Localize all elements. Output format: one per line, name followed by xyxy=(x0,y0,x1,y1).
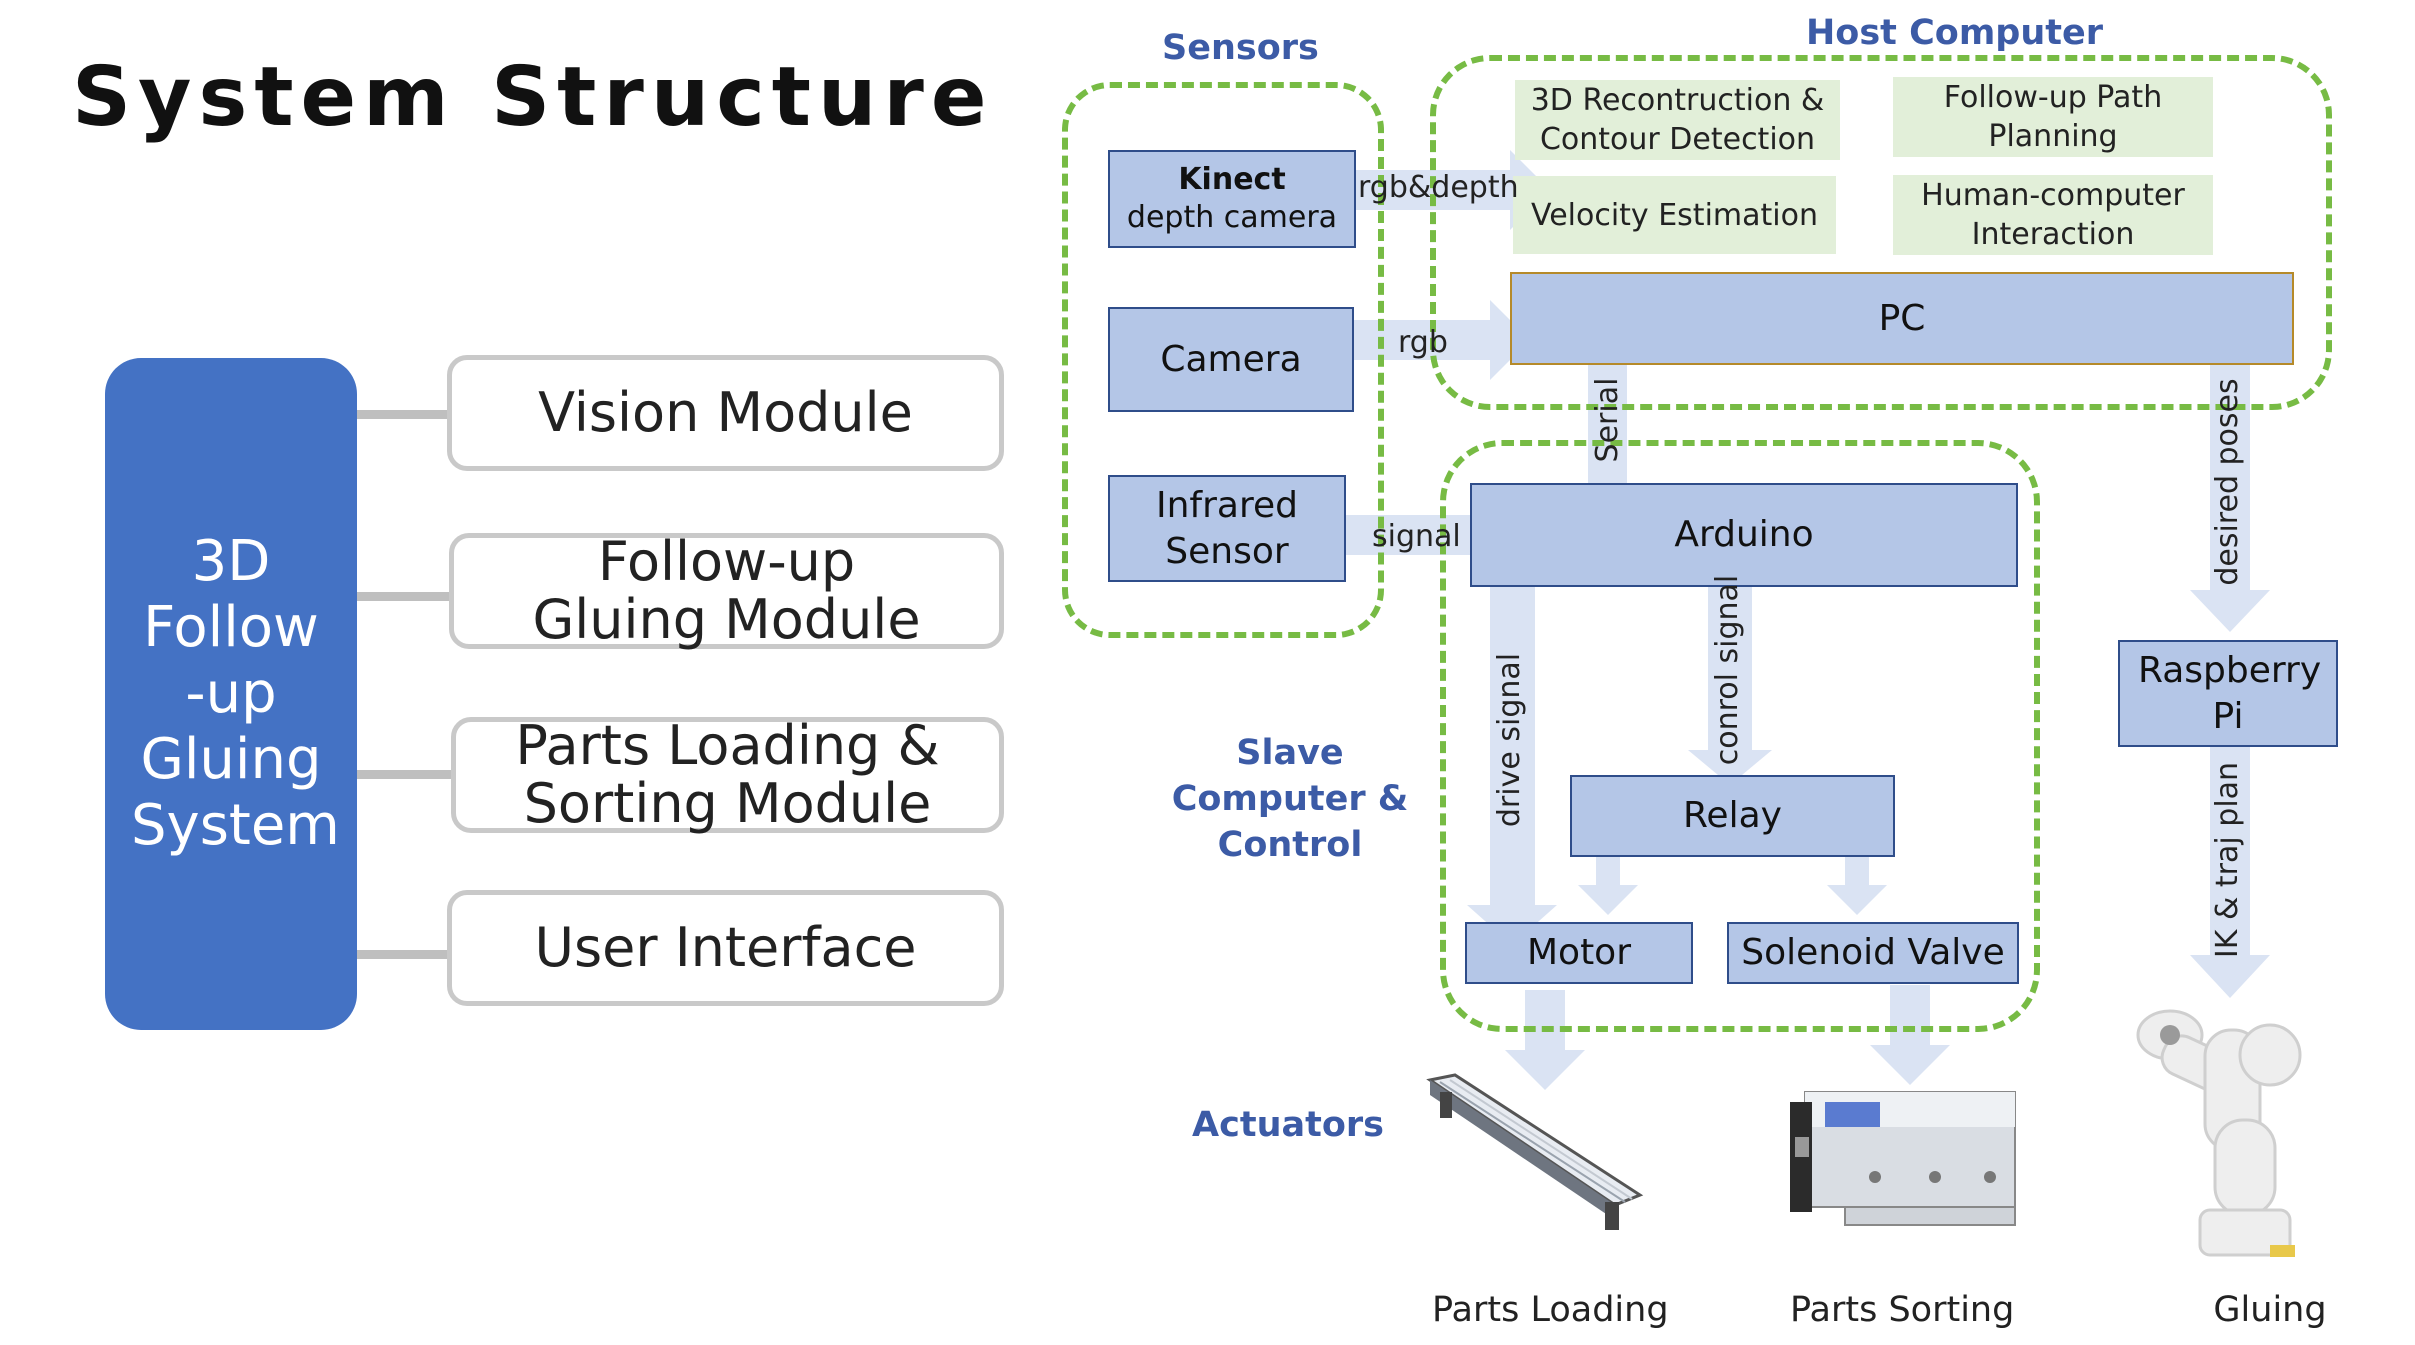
arrow-to-sorting xyxy=(1870,985,1950,1085)
arduino-label: Arduino xyxy=(1674,514,1814,555)
label-sensors: Sensors xyxy=(1162,28,1319,68)
module-loading-label: Parts Loading & Sorting Module xyxy=(515,714,940,835)
raspberry-label: Raspberry Pi xyxy=(2138,649,2322,737)
connector-loading xyxy=(357,770,453,779)
label-host-computer: Host Computer xyxy=(1806,13,2103,53)
robot-arm-image xyxy=(2136,1009,2302,1257)
system-label: 3D Follow -up Gluing System xyxy=(131,529,340,858)
connector-gluing xyxy=(357,592,451,601)
kinect-title: Kinect xyxy=(1178,162,1286,197)
camera-label: Camera xyxy=(1160,338,1302,380)
arrow-drive-signal xyxy=(1467,570,1557,945)
task-path-planning: Follow-up Path Planning xyxy=(1893,77,2213,157)
caption-gluing: Gluing xyxy=(2213,1290,2327,1330)
module-vision: Vision Module xyxy=(447,355,1004,471)
infrared-label: Infrared Sensor xyxy=(1156,484,1298,572)
kinect-node: Kinect depth camera xyxy=(1108,150,1356,248)
edge-label-ik-plan: IK & traj plan xyxy=(2210,761,2245,959)
camera-node: Camera xyxy=(1108,307,1354,412)
arrow-desired-poses xyxy=(2190,350,2270,632)
relay-node: Relay xyxy=(1570,775,1895,857)
arrow-relay-valve xyxy=(1827,832,1887,915)
connector-ui xyxy=(357,950,451,959)
infrared-sensor-node: Infrared Sensor xyxy=(1108,475,1346,582)
sensors-group xyxy=(1062,82,1384,638)
task-hci: Human-computer Interaction xyxy=(1893,175,2213,255)
edge-label-rgb: rgb xyxy=(1398,325,1448,360)
module-user-interface: User Interface xyxy=(447,890,1004,1006)
conveyor-image xyxy=(1426,1073,1644,1230)
label-actuators: Actuators xyxy=(1192,1105,1384,1145)
task-velocity-estimation: Velocity Estimation xyxy=(1513,176,1836,254)
module-ui-label: User Interface xyxy=(534,916,917,979)
edge-label-signal: signal xyxy=(1372,519,1461,554)
edge-label-serial: Serial xyxy=(1590,377,1625,463)
host-computer-group xyxy=(1430,55,2332,410)
module-loading-sorting: Parts Loading & Sorting Module xyxy=(451,717,1004,833)
edge-label-desired-poses: desired poses xyxy=(2210,378,2245,586)
module-gluing: Follow-up Gluing Module xyxy=(449,533,1004,649)
task-velocity-label: Velocity Estimation xyxy=(1531,197,1818,233)
arrow-ik-plan xyxy=(2190,745,2270,998)
caption-parts-sorting: Parts Sorting xyxy=(1790,1290,2015,1330)
task-hci-label: Human-computer Interaction xyxy=(1921,178,2185,252)
kinect-subtitle: depth camera xyxy=(1126,200,1338,235)
motor-node: Motor xyxy=(1465,922,1693,984)
caption-parts-loading: Parts Loading xyxy=(1432,1290,1669,1330)
arrow-control-signal xyxy=(1688,585,1772,785)
arrow-to-loading xyxy=(1505,990,1585,1090)
relay-label: Relay xyxy=(1683,795,1782,836)
label-slave-computer: Slave Computer & Control xyxy=(1171,733,1409,865)
solenoid-label: Solenoid Valve xyxy=(1741,932,2005,973)
task-reconstruction-label: 3D Recontruction & Contour Detection xyxy=(1530,83,1825,157)
task-reconstruction: 3D Recontruction & Contour Detection xyxy=(1515,80,1840,160)
page-title: System Structure xyxy=(72,50,994,145)
edge-label-drive-signal: drive signal xyxy=(1492,652,1527,828)
arrow-relay-motor xyxy=(1578,832,1638,915)
arduino-node: Arduino xyxy=(1470,483,2018,587)
arrow-rgb-depth xyxy=(1338,150,1550,230)
module-gluing-label: Follow-up Gluing Module xyxy=(532,530,921,651)
cylinder-image xyxy=(1790,1091,2016,1226)
system-box: 3D Follow -up Gluing System xyxy=(105,358,357,1030)
slave-computer-group xyxy=(1440,440,2040,1032)
module-vision-label: Vision Module xyxy=(538,381,913,444)
pc-label: PC xyxy=(1878,298,1926,339)
edge-label-control-signal: conrol signal xyxy=(1710,574,1745,766)
arrow-serial xyxy=(1569,335,1645,525)
pc-node: PC xyxy=(1510,272,2294,365)
connector-vision xyxy=(357,410,449,419)
edge-label-rgb-depth: rgb&depth xyxy=(1358,170,1519,205)
task-path-planning-label: Follow-up Path Planning xyxy=(1943,80,2163,154)
raspberry-pi-node: Raspberry Pi xyxy=(2118,640,2338,747)
solenoid-valve-node: Solenoid Valve xyxy=(1727,922,2019,984)
motor-label: Motor xyxy=(1526,932,1632,973)
